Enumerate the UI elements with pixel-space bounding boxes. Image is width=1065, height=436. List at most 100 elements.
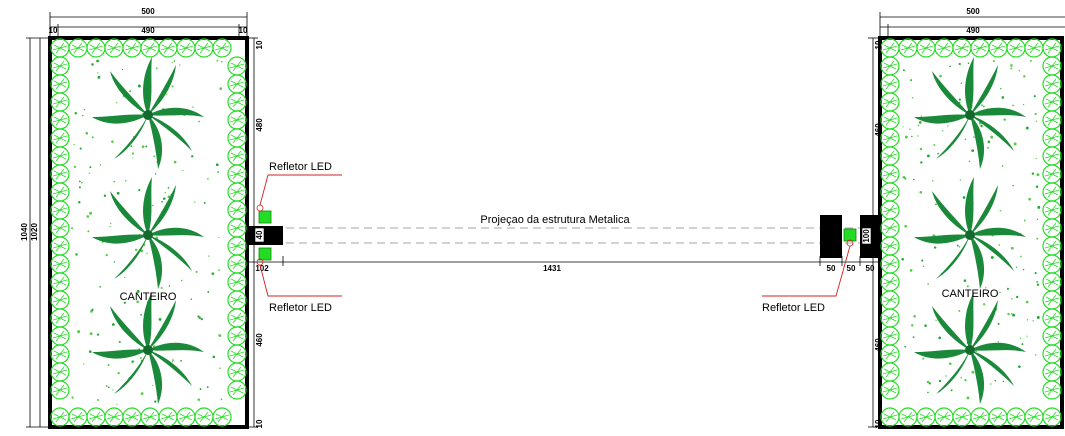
ground-speckle [949, 65, 951, 68]
ground-speckle [901, 257, 904, 261]
ground-speckle [1010, 246, 1014, 250]
ground-speckle [958, 98, 961, 101]
ground-speckle [1036, 218, 1039, 220]
ground-speckle [1021, 343, 1024, 346]
ground-speckle [190, 298, 193, 300]
ground-speckle [140, 314, 142, 316]
right-seg-bottom: 460 [874, 338, 883, 352]
ground-speckle [99, 164, 102, 166]
ground-speckle [130, 145, 133, 148]
ground-speckle [904, 177, 907, 180]
ground-speckle [123, 301, 126, 304]
ground-speckle [960, 82, 963, 84]
ground-speckle [913, 314, 916, 318]
ground-speckle [71, 227, 74, 230]
ground-speckle [966, 396, 970, 400]
ground-speckle [966, 285, 969, 288]
ground-speckle [937, 152, 939, 155]
led-leader-line [762, 245, 851, 297]
ground-speckle [971, 149, 975, 152]
ground-speckle [112, 389, 114, 391]
ground-speckle [904, 224, 908, 228]
ground-speckle [131, 360, 134, 363]
left-seg-bottom: 460 [255, 333, 264, 347]
ground-speckle [96, 333, 100, 336]
ground-speckle [91, 63, 94, 66]
ground-speckle [967, 62, 970, 64]
ground-speckle [219, 87, 223, 90]
ground-speckle [904, 135, 908, 139]
left-height-total: 1040 [20, 223, 29, 241]
ground-speckle [913, 178, 915, 181]
ground-speckle [136, 289, 140, 293]
ground-speckle [1025, 126, 1029, 130]
right-block-label-box [861, 227, 872, 245]
ground-speckle [994, 379, 997, 382]
ground-speckle [91, 136, 94, 139]
ground-speckle [959, 179, 962, 181]
led-label-bottom-left: Refletor LED [269, 302, 332, 314]
ground-speckle [1029, 59, 1032, 62]
ground-speckle [1006, 287, 1010, 290]
ground-speckle [138, 189, 141, 192]
left-block-label-box [254, 227, 265, 243]
right-edge-top-v: 10 [874, 40, 883, 49]
ground-speckle [911, 97, 914, 99]
ground-speckle [91, 308, 94, 311]
ground-speckle [1022, 268, 1025, 271]
ground-speckle [902, 69, 905, 72]
ground-speckle [1025, 300, 1029, 304]
ground-speckle [215, 163, 219, 167]
ground-speckle [203, 201, 206, 204]
ground-speckle [88, 172, 90, 174]
ground-speckle [160, 286, 163, 290]
ground-speckle [117, 372, 120, 375]
ground-speckle [927, 391, 929, 394]
ground-speckle [947, 125, 949, 127]
ground-speckle [173, 160, 177, 164]
ground-speckle [1026, 319, 1029, 321]
ground-speckle [71, 396, 74, 399]
ground-speckle [141, 145, 145, 149]
ground-speckle [983, 105, 985, 108]
ground-speckle [968, 160, 971, 162]
ground-speckle [997, 341, 1000, 343]
ground-speckle [1012, 185, 1014, 187]
led-label-top-left: Refletor LED [269, 161, 332, 173]
ground-speckle [131, 152, 135, 155]
ground-speckle [1035, 185, 1039, 188]
ground-speckle [198, 316, 202, 319]
left-planter-label: CANTEIRO [120, 291, 177, 303]
ground-speckle [161, 200, 164, 203]
ground-speckle [164, 191, 167, 194]
ground-speckle [1012, 313, 1016, 317]
ground-speckle [992, 60, 995, 63]
ground-speckle [909, 128, 911, 130]
ground-speckle [964, 138, 967, 141]
ground-speckle [198, 120, 200, 123]
ground-speckle [949, 362, 952, 365]
ground-speckle [74, 112, 77, 115]
ground-speckle [1011, 313, 1013, 315]
led-light-icon [843, 228, 857, 242]
ground-speckle [971, 370, 975, 374]
ground-speckle [113, 261, 116, 263]
ground-speckle [194, 201, 196, 203]
ground-speckle [1013, 142, 1017, 146]
ground-speckle [195, 270, 198, 274]
ground-speckle [152, 204, 154, 207]
ground-speckle [1035, 157, 1037, 160]
right-seg-1-dim: 50 [827, 264, 836, 273]
ground-speckle [1037, 205, 1041, 209]
ground-speckle [199, 388, 202, 391]
ground-speckle [902, 126, 904, 128]
ground-speckle [85, 131, 89, 135]
ground-speckle [118, 340, 121, 343]
ground-speckle [1035, 354, 1037, 356]
ground-speckle [935, 319, 937, 322]
ground-speckle [88, 350, 92, 353]
right-width-inner: 490 [966, 26, 980, 35]
ground-speckle [207, 290, 210, 293]
ground-speckle [136, 300, 139, 304]
